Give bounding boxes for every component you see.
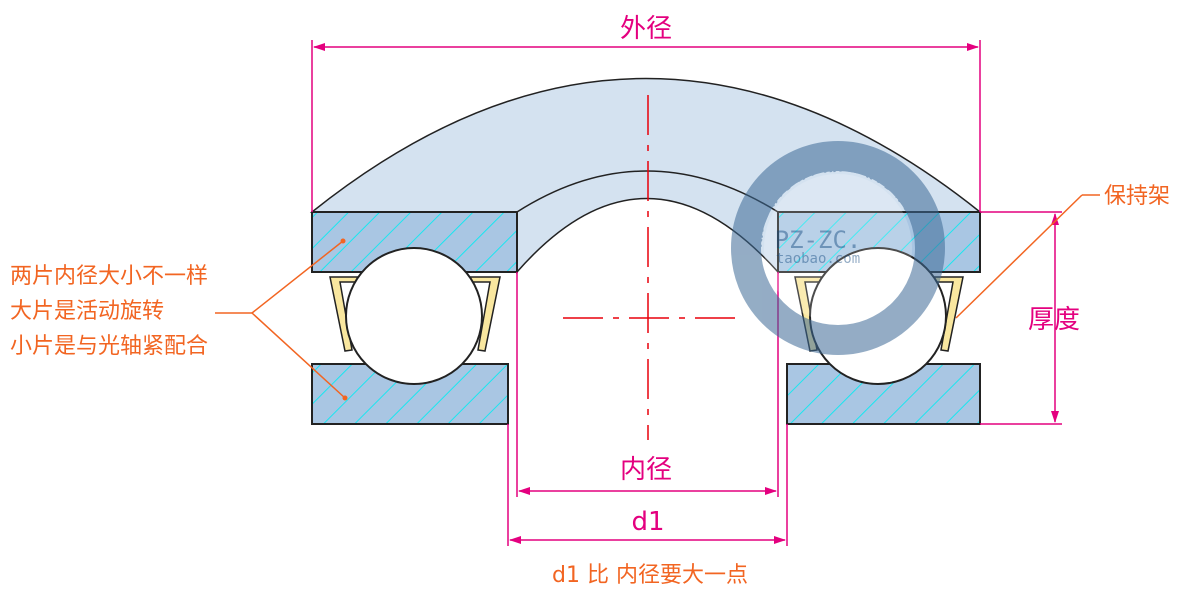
leader-dot-lower [342,395,348,401]
arrowheads [313,43,1059,544]
bottom-note: d1 比 内径要大一点 [552,563,748,588]
leader-dot-upper [340,238,346,244]
cage-label: 保持架 [1104,184,1170,209]
dimension-lines [311,40,1062,546]
inner-diameter-label: 内径 [620,455,672,485]
note-line-2: 大片是活动旋转 [10,299,164,324]
leader-lines [215,194,1100,399]
upper-washer-arch [309,77,983,274]
outer-diameter-label: 外径 [620,14,672,44]
watermark-site: taobao.com [776,251,860,267]
note-line-1: 两片内径大小不一样 [10,264,208,289]
lower-washer-right [786,363,981,425]
arch-inner-edge [516,170,779,213]
thickness-label: 厚度 [1028,305,1080,335]
note-line-3: 小片是与光轴紧配合 [10,334,208,359]
ball-left [345,247,483,385]
d1-label: d1 [631,507,664,537]
watermark-brand: PZ-ZC. [775,226,862,254]
shop-watermark: 品正轴承店 品正轴承店 PZ-ZC. taobao.com [731,141,945,355]
